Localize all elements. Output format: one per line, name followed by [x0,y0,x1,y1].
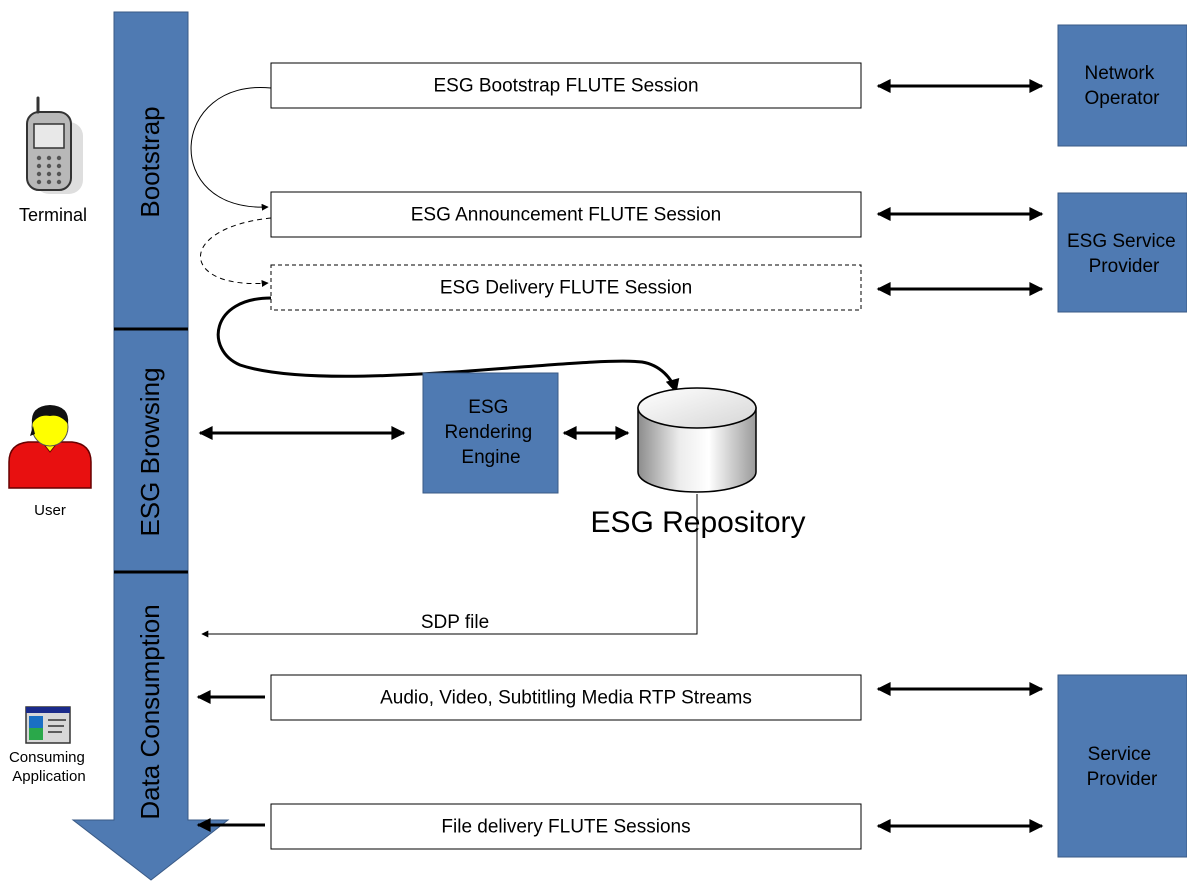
timeline-arrow: Bootstrap ESG Browsing Data Consumption [71,11,230,881]
svg-text:ESG Service Provider: ESG Service Provider [1067,231,1181,277]
session-box-file-delivery: File delivery FLUTE Sessions [270,803,862,850]
actor-user-label: User [34,502,66,519]
session-box-bootstrap: ESG Bootstrap FLUTE Session [270,62,862,109]
actor-consuming-application-label: Consuming Application [9,749,89,785]
phase-label-browsing: ESG Browsing [135,367,165,536]
phase-label-bootstrap: Bootstrap [135,106,165,217]
bootstrap-to-announcement-curve [190,87,272,211]
sdp-connector [201,494,698,638]
database-icon [637,387,757,493]
svg-text:File delivery FLUTE Sessions: File delivery FLUTE Sessions [441,817,690,838]
repository-label: ESG Repository [590,506,805,539]
svg-text:ESG Delivery FLUTE Session: ESG Delivery FLUTE Session [440,278,692,299]
phase-label-consumption: Data Consumption [135,604,165,819]
svg-text:Audio, Video, Subtitling Media: Audio, Video, Subtitling Media RTP Strea… [380,688,752,709]
session-box-announcement: ESG Announcement FLUTE Session [270,191,862,238]
actor-terminal-label: Terminal [19,205,87,225]
provider-box-esg-service-provider: ESG Service Provider [1057,192,1187,313]
svg-text:Network Operator: Network Operator [1085,63,1161,109]
sdp-file-label: SDP file [421,612,489,633]
svg-text:ESG Announcement FLUTE Session: ESG Announcement FLUTE Session [411,205,722,226]
svg-text:ESG Bootstrap FLUTE Session: ESG Bootstrap FLUTE Session [433,76,698,97]
svg-text:Service Provider: Service Provider [1087,744,1158,790]
svg-text:ESG Rendering Engi: ESG Rendering Engine [445,397,538,468]
application-window-icon [25,706,71,744]
user-icon [8,405,92,489]
phone-icon [26,96,83,194]
announcement-to-delivery-curve [200,217,272,287]
provider-box-service-provider: Service Provider [1057,674,1187,858]
session-box-media-streams: Audio, Video, Subtitling Media RTP Strea… [270,674,862,721]
esg-rendering-engine: ESG Rendering Engine [422,372,559,494]
session-box-delivery: ESG Delivery FLUTE Session [270,264,862,311]
provider-box-network-operator: Network Operator [1057,24,1187,147]
delivery-to-repository-curve [216,296,680,394]
